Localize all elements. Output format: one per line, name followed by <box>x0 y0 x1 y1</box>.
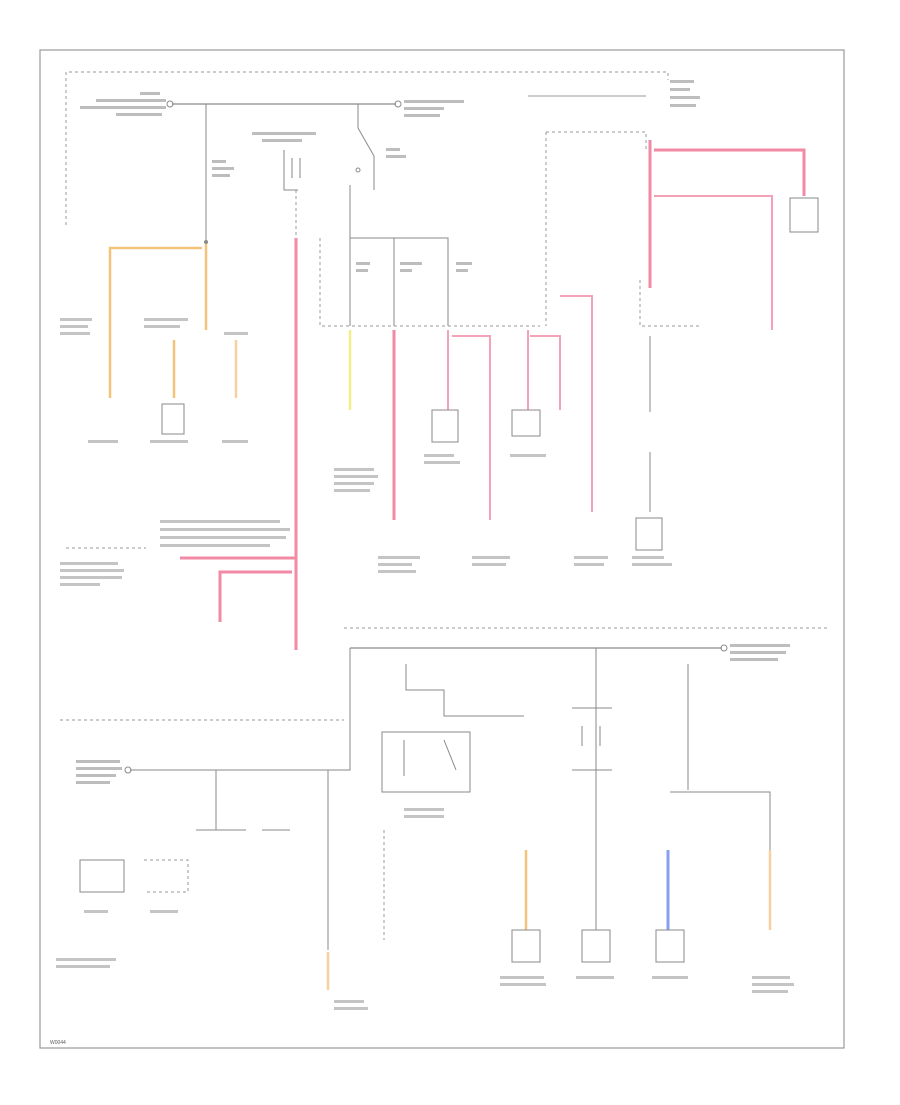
far-right-branch <box>670 791 771 930</box>
component-box-4 <box>789 197 819 233</box>
top-section <box>60 71 819 650</box>
component-box-5 <box>635 517 663 551</box>
bus-connector-left <box>166 100 174 108</box>
wire-pink-d <box>452 335 491 520</box>
ignition-switch-body <box>283 150 298 191</box>
footer-code: W0044 <box>50 1040 66 1046</box>
bottom-bus-connector <box>720 644 728 652</box>
component-box-7 <box>144 859 189 893</box>
wire-pink-right-2 <box>654 148 806 196</box>
component-box-2 <box>431 409 459 443</box>
top-right-note <box>670 80 700 107</box>
right-frame-top <box>546 131 647 150</box>
left-feed <box>130 648 351 771</box>
cluster-frame <box>639 280 700 327</box>
wire-pink-right-3 <box>654 195 773 330</box>
right-cluster <box>635 140 819 551</box>
fuse-label-1 <box>212 160 234 177</box>
top-frame <box>65 71 669 225</box>
bottom-right-label <box>730 644 790 661</box>
left-bottom-labels-2 <box>56 910 368 1010</box>
wire-orange-b <box>108 246 202 398</box>
center-feed <box>405 664 524 717</box>
center-labels <box>334 454 672 573</box>
right-bottom-labels <box>500 976 794 993</box>
relay-switch <box>357 104 375 190</box>
right-relay <box>572 707 612 771</box>
module-switch <box>403 739 457 776</box>
wire-pink-g <box>560 295 593 512</box>
fuse-block-top <box>350 237 449 326</box>
component-box-1 <box>161 403 185 435</box>
bus-connector-right <box>394 100 402 108</box>
splice-1 <box>204 240 208 244</box>
fuse-labels-block <box>356 262 472 272</box>
component-box-8 <box>511 929 541 963</box>
module-label <box>404 808 444 818</box>
relay-label <box>386 148 406 158</box>
component-box-6 <box>79 859 125 893</box>
top-center-label <box>404 100 464 117</box>
left-bottom-labels <box>76 760 122 784</box>
fuse-block-outputs <box>348 295 593 520</box>
control-module <box>381 731 471 793</box>
right-relay-contacts <box>581 726 601 746</box>
left-module <box>60 520 290 586</box>
component-box-9 <box>581 929 611 963</box>
wire-pink-f <box>530 335 561 410</box>
component-box-3 <box>511 409 541 437</box>
left-components <box>60 318 248 443</box>
diagram-border <box>39 49 845 1049</box>
ignition-switch-label <box>252 132 316 142</box>
ground-a <box>196 770 217 831</box>
component-box-10 <box>655 929 685 963</box>
left-connector <box>124 766 132 774</box>
top-left-label <box>80 92 166 116</box>
wire-pink-branch-2 <box>218 570 292 622</box>
bottom-section <box>56 644 794 1010</box>
ignition-switch-contacts <box>291 158 301 178</box>
fuse-block-frame <box>319 238 540 327</box>
relay-contact <box>355 167 361 173</box>
